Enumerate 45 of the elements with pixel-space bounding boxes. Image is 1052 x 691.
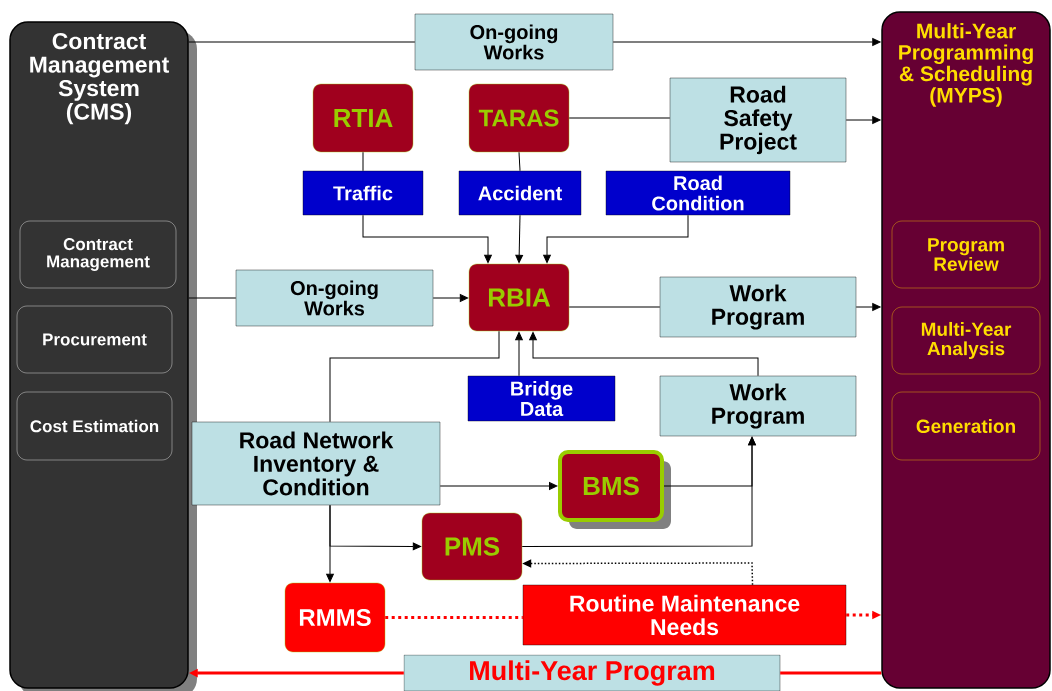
arrow bbox=[362, 214, 492, 264]
module-box: Procurement bbox=[16, 305, 173, 374]
module-box: Contract Management bbox=[19, 220, 177, 289]
system-box: TARAS bbox=[468, 83, 570, 153]
module-box: Cost Estimation bbox=[16, 391, 173, 461]
module-box: Generation bbox=[891, 391, 1041, 461]
arrow bbox=[612, 38, 881, 46]
system-box: RBIA bbox=[468, 263, 570, 332]
arrow bbox=[439, 482, 558, 490]
data-box: On-going Works bbox=[414, 13, 614, 71]
output-box: Routine Maintenance Needs bbox=[522, 584, 847, 646]
arrow bbox=[845, 116, 881, 124]
input-box: Bridge Data bbox=[467, 375, 616, 422]
connector-line bbox=[780, 671, 882, 675]
data-box: On-going Works bbox=[235, 269, 434, 327]
connector-line bbox=[362, 151, 364, 172]
connector-line bbox=[568, 306, 661, 308]
system-box: RMMS bbox=[284, 582, 386, 653]
connector-line bbox=[188, 41, 416, 43]
connector-line bbox=[518, 151, 521, 172]
input-box: Traffic bbox=[302, 170, 424, 216]
module-box: Multi-Year Analysis bbox=[891, 306, 1041, 375]
arrow bbox=[855, 303, 881, 311]
arrow bbox=[515, 331, 523, 377]
arrow bbox=[521, 436, 756, 547]
data-box: Road Network Inventory & Condition bbox=[191, 421, 441, 506]
arrow bbox=[529, 331, 759, 377]
output-box: Multi-Year Program bbox=[403, 654, 781, 691]
data-box: Work Program bbox=[659, 375, 857, 437]
system-box: BMS bbox=[558, 450, 671, 529]
module-box: Program Review bbox=[891, 220, 1041, 289]
system-box: PMS bbox=[421, 512, 523, 581]
arrow bbox=[515, 214, 524, 264]
arrow bbox=[543, 214, 689, 264]
connector-line bbox=[568, 117, 671, 119]
input-box: Accident bbox=[458, 170, 582, 216]
system-box: RTIA bbox=[312, 83, 414, 153]
input-box: Road Condition bbox=[605, 170, 791, 216]
data-box: Road Safety Project bbox=[669, 77, 847, 163]
arrow bbox=[326, 504, 334, 583]
data-box: Work Program bbox=[659, 276, 857, 338]
connector-line bbox=[188, 297, 237, 299]
connector-line bbox=[329, 330, 500, 423]
connector-line bbox=[385, 616, 523, 619]
arrow bbox=[432, 294, 469, 302]
